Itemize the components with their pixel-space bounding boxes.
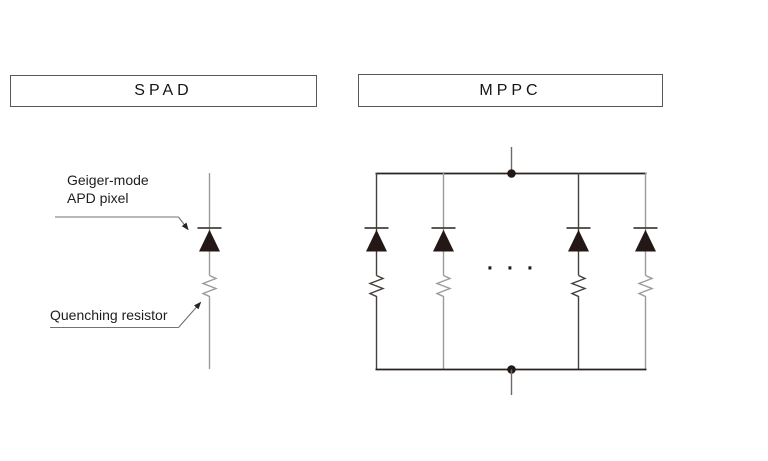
quenching-label-leader-arrow-icon: [50, 301, 202, 329]
geiger-label-leader-arrow-icon: [55, 216, 189, 231]
ellipsis-dots: ···: [487, 257, 547, 280]
mppc-circuit: [363, 147, 659, 395]
quenching-resistor-label: Quenching resistor: [50, 307, 168, 323]
spad-circuit: [50, 172, 223, 370]
spad-header-box: SPAD: [10, 75, 317, 107]
spad-title: SPAD: [134, 82, 193, 99]
mppc-title: MPPC: [479, 81, 542, 99]
spad-pixel-branch-icon: [196, 172, 223, 370]
mppc-branch-3-icon: [565, 172, 592, 370]
geiger-mode-line: Geiger-mode: [67, 172, 149, 188]
top-junction-dot-icon: [507, 169, 516, 178]
mppc-header-box: MPPC: [358, 74, 663, 107]
mppc-branch-1-icon: [363, 172, 390, 370]
geiger-mode-apd-pixel-label: Geiger-mode APD pixel: [67, 171, 149, 207]
apd-pixel-line: APD pixel: [67, 190, 129, 206]
mppc-branch-4-icon: [632, 172, 659, 370]
mppc-branch-2-icon: [430, 172, 457, 370]
